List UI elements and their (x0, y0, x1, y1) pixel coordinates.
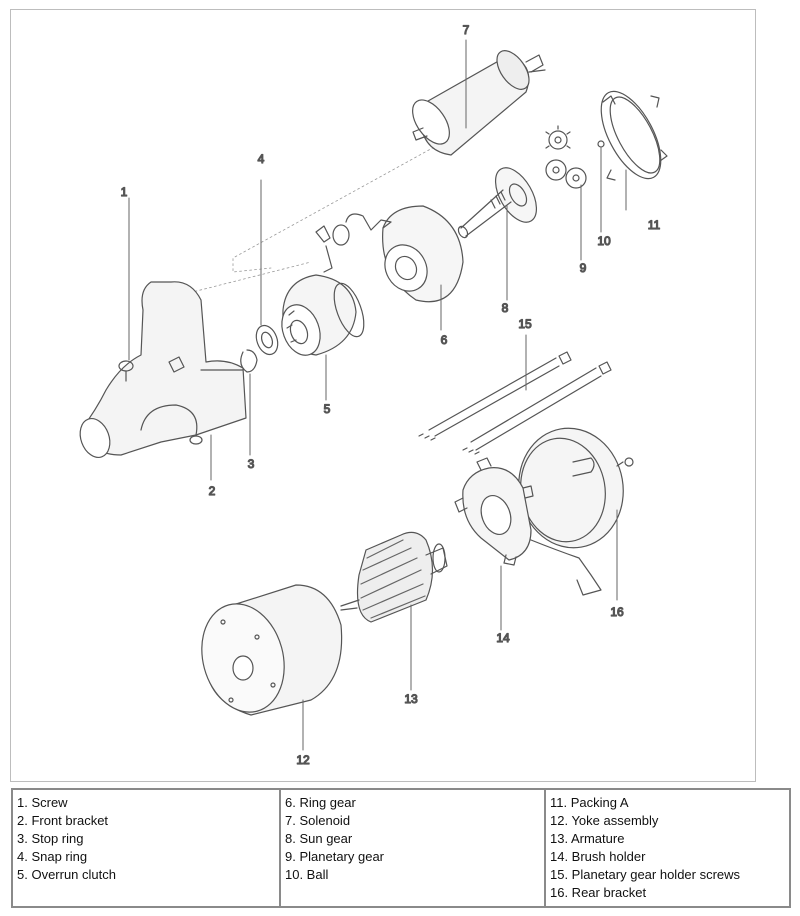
legend-item: 16. Rear bracket (550, 885, 647, 900)
screw-part (118, 360, 134, 382)
leader-lines (128, 39, 627, 751)
callout-1: 1 (121, 185, 128, 199)
legend-item: 3. Stop ring (17, 831, 84, 846)
callout-16: 16 (610, 605, 624, 619)
solenoid-part (412, 50, 546, 156)
callout-6: 6 (441, 333, 448, 347)
legend-item: 1. Screw (17, 795, 68, 810)
packing-a-part (600, 90, 668, 181)
overrun-clutch-part (281, 274, 365, 356)
parts-legend-table: 1. Screw 2. Front bracket 3. Stop ring 4… (11, 788, 791, 908)
snap-ring-part (255, 324, 279, 356)
ring-gear-part (315, 205, 464, 303)
rear-bracket-part (518, 427, 634, 596)
legend-item: 15. Planetary gear holder screws (550, 867, 741, 882)
callout-9: 9 (580, 261, 587, 275)
callout-7: 7 (463, 23, 470, 37)
legend-item: 13. Armature (550, 831, 625, 846)
callout-3: 3 (248, 457, 255, 471)
callout-12: 12 (296, 753, 310, 767)
callout-10: 10 (597, 234, 611, 248)
front-bracket-part (79, 281, 247, 458)
callout-14: 14 (496, 631, 510, 645)
legend-item: 9. Planetary gear (285, 849, 385, 864)
callout-2: 2 (209, 484, 216, 498)
exploded-diagram-frame: 7 1 2 3 4 5 6 8 9 10 11 15 16 14 13 12 (10, 9, 756, 782)
legend-item: 4. Snap ring (17, 849, 88, 864)
legend-row: 1. Screw 2. Front bracket 3. Stop ring 4… (11, 788, 791, 908)
callout-5: 5 (324, 402, 331, 416)
planetary-gear-holder-screws-part (418, 351, 612, 455)
brush-holder-part (454, 457, 534, 566)
callout-13: 13 (404, 692, 418, 706)
callout-8: 8 (502, 301, 509, 315)
yoke-assembly-part (201, 584, 343, 716)
legend-column-1: 1. Screw 2. Front bracket 3. Stop ring 4… (11, 788, 281, 908)
legend-item: 10. Ball (285, 867, 329, 882)
legend-item: 14. Brush holder (550, 849, 646, 864)
legend-item: 2. Front bracket (17, 813, 109, 828)
armature-part (340, 531, 448, 623)
legend-item: 5. Overrun clutch (17, 867, 116, 882)
legend-column-2: 6. Ring gear 7. Solenoid 8. Sun gear 9. … (279, 788, 546, 908)
legend-item: 8. Sun gear (285, 831, 353, 846)
legend-column-3: 11. Packing A 12. Yoke assembly 13. Arma… (544, 788, 791, 908)
legend-item: 12. Yoke assembly (550, 813, 659, 828)
callout-15: 15 (518, 317, 532, 331)
legend-item: 6. Ring gear (285, 795, 356, 810)
callout-4: 4 (258, 152, 265, 166)
planetary-gear-part (545, 125, 587, 189)
callout-11: 11 (648, 218, 661, 232)
sun-gear-part (457, 167, 538, 239)
legend-item: 7. Solenoid (285, 813, 351, 828)
legend-item: 11. Packing A (550, 795, 629, 810)
starter-motor-exploded-diagram: 7 1 2 3 4 5 6 8 9 10 11 15 16 14 13 12 (79, 22, 668, 768)
ball-part (597, 140, 605, 148)
stop-ring-part (240, 349, 258, 373)
